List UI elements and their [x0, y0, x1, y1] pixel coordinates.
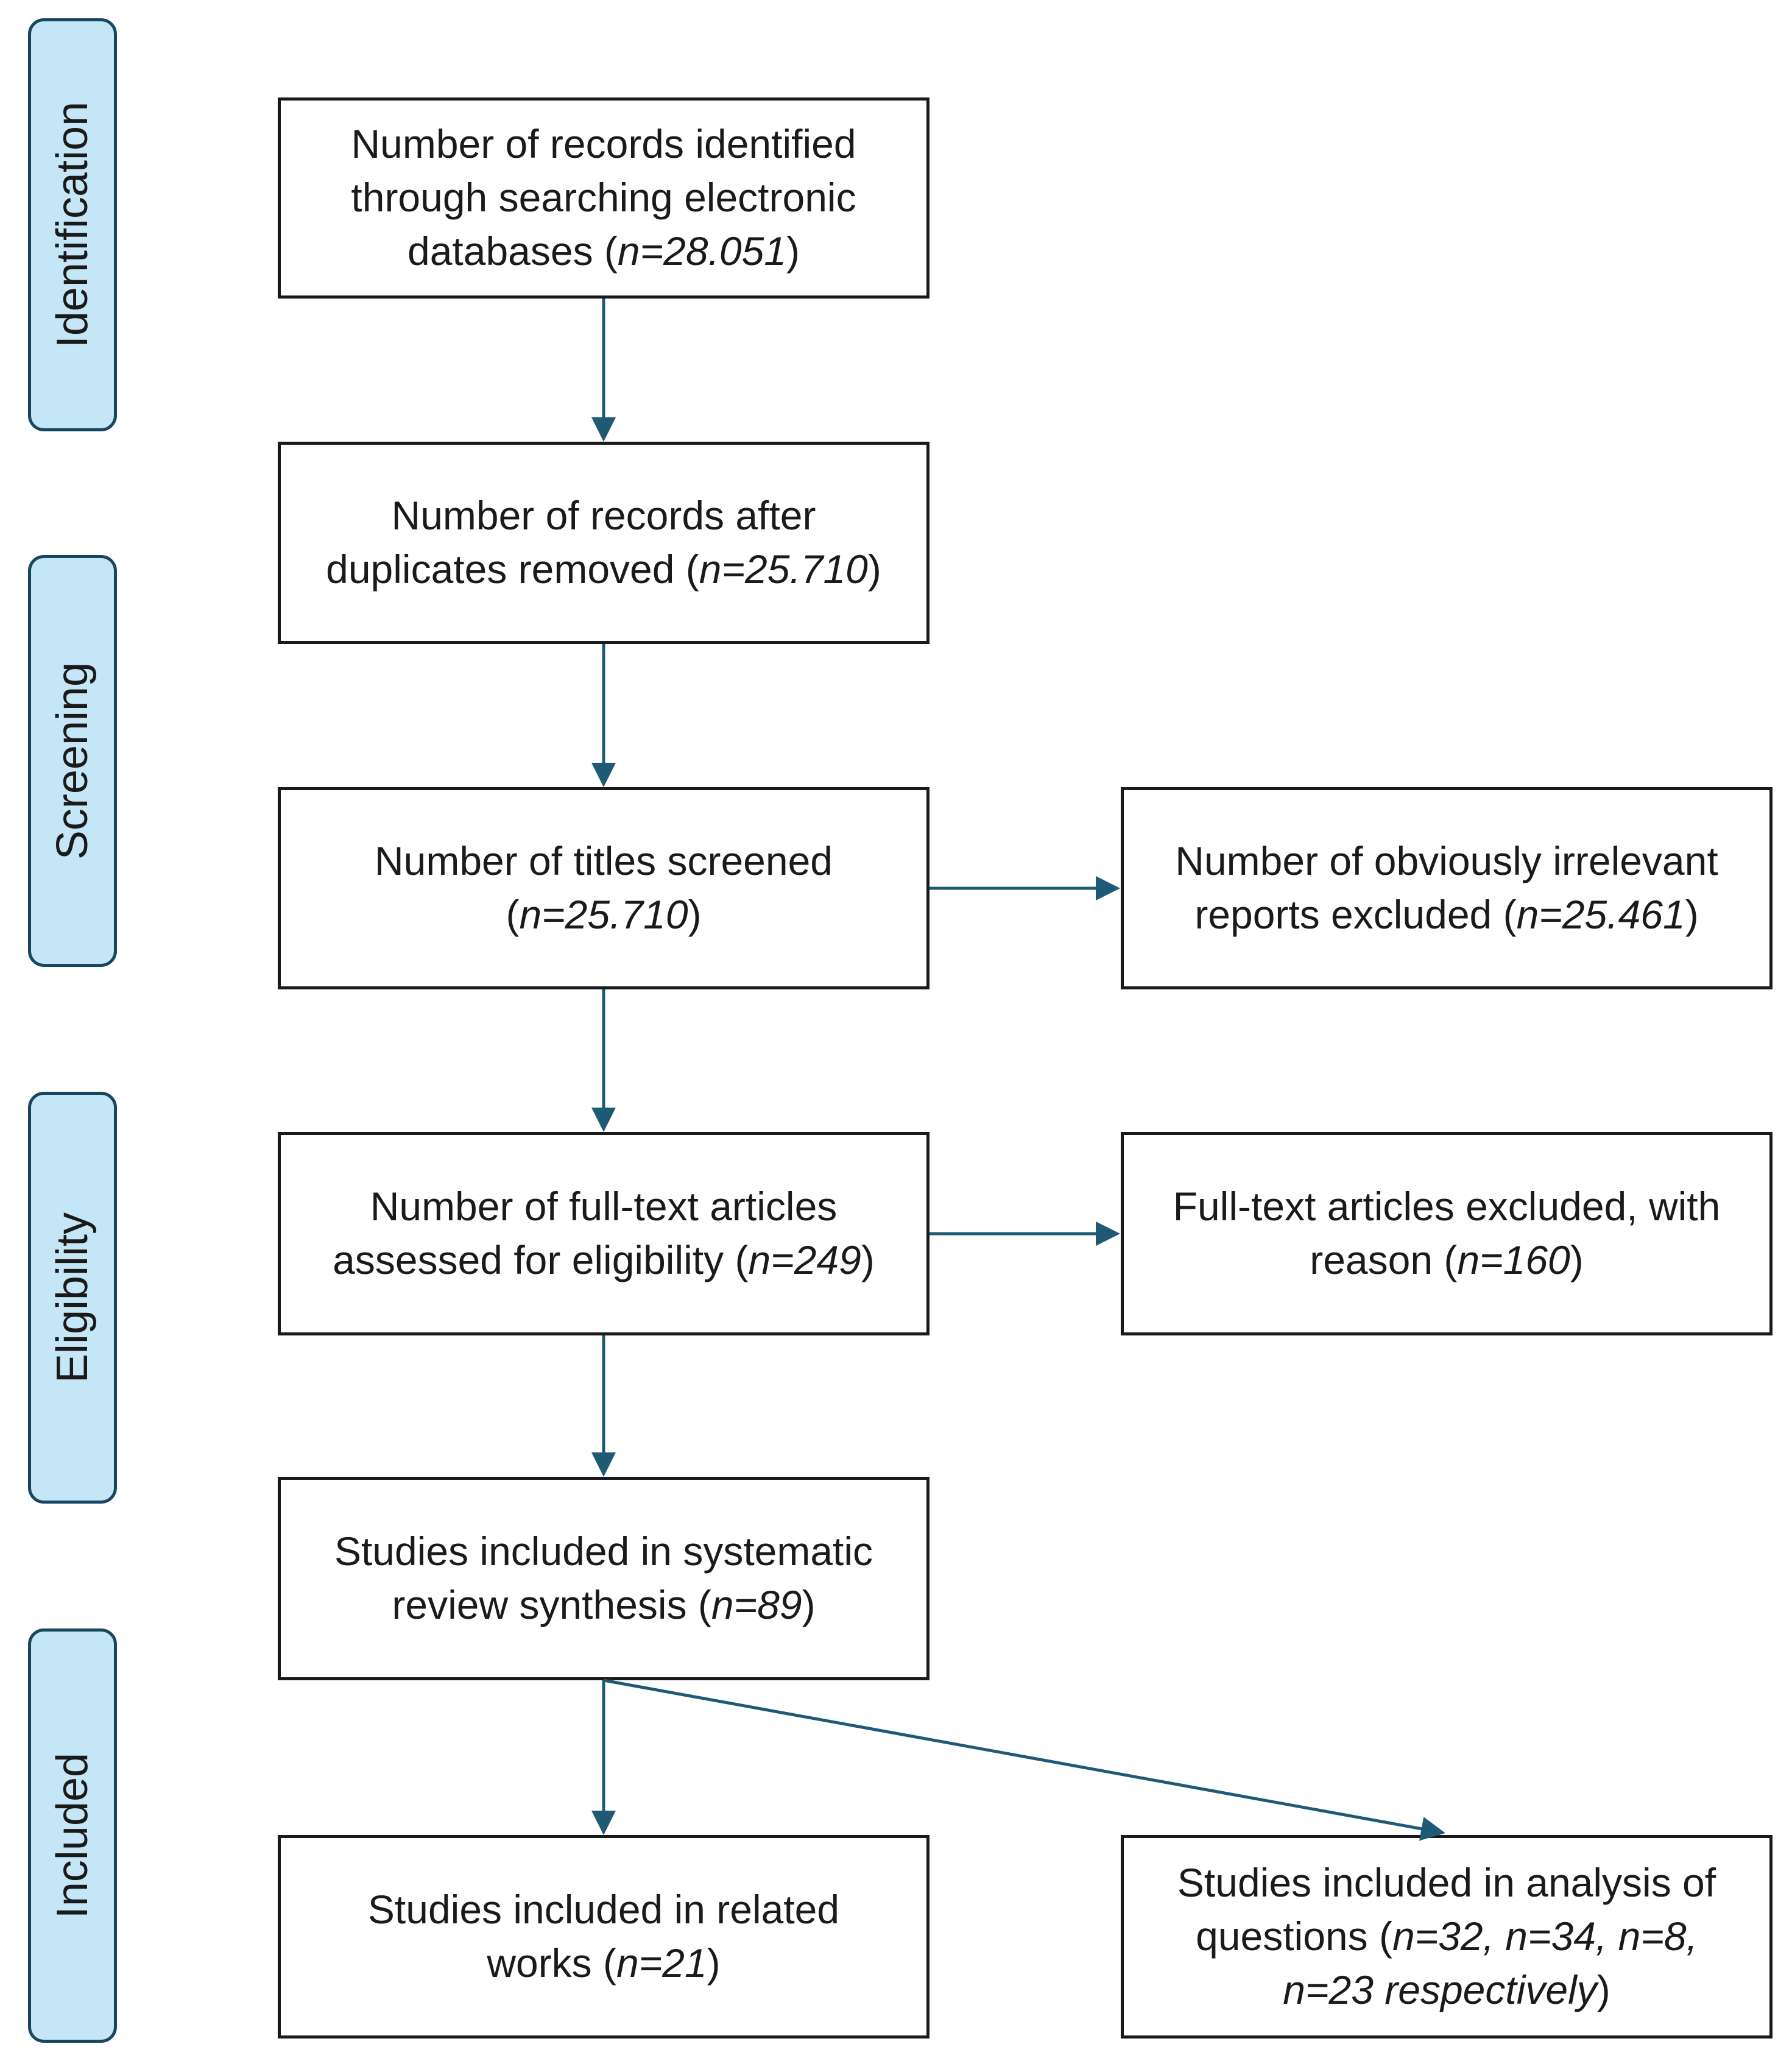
records-deduplicated-count: n=25.710 [699, 546, 868, 592]
synthesis-included-count: n=89 [711, 1582, 802, 1627]
titles-screened-count: n=25.710 [519, 892, 688, 937]
records-deduplicated-box: Number of records after duplicates remov… [278, 442, 930, 644]
synthesis-included-close: ) [802, 1582, 816, 1627]
fulltext-assessed-close: ) [861, 1237, 875, 1282]
records-deduplicated-text: Number of records after duplicates remov… [326, 493, 816, 592]
fulltext-assessed-count: n=249 [748, 1237, 861, 1282]
titles-screened-text: Number of titles screened ( [374, 838, 833, 937]
related-works-text: Studies included in related works ( [367, 1887, 840, 1986]
records-deduplicated-close: ) [867, 546, 881, 592]
questions-analysis-box: Studies included in analysis of question… [1121, 1835, 1773, 2039]
phase-eligibility: Eligibility [28, 1092, 117, 1504]
records-identified-text: Number of records identified through sea… [351, 121, 856, 274]
fulltext-assessed-box: Number of full-text articles assessed fo… [278, 1132, 930, 1335]
questions-analysis-close: ) [1596, 1967, 1610, 2012]
questions-analysis-text: Studies included in analysis of question… [1177, 1860, 1716, 1959]
synthesis-included-box: Studies included in systematic review sy… [278, 1477, 930, 1680]
titles-screened-close: ) [688, 892, 702, 937]
fulltext-excluded-text: Full-text articles excluded, with reason… [1173, 1184, 1721, 1282]
records-identified-count: n=28.051 [617, 228, 787, 274]
irrelevant-excluded-text: Number of obviously irrelevant reports e… [1175, 838, 1718, 937]
irrelevant-excluded-count: n=25.461 [1516, 892, 1685, 937]
questions-analysis-count: n=32, n=34, n=8, n=23 respectively [1283, 1914, 1698, 2012]
irrelevant-excluded-close: ) [1685, 892, 1699, 937]
records-identified-close: ) [786, 228, 800, 274]
fulltext-excluded-box: Full-text articles excluded, with reason… [1121, 1132, 1773, 1335]
fulltext-assessed-text: Number of full-text articles assessed fo… [333, 1184, 838, 1282]
related-works-box: Studies included in related works (n=21) [278, 1835, 930, 2039]
related-works-close: ) [707, 1940, 721, 1986]
fulltext-excluded-close: ) [1570, 1237, 1584, 1282]
phase-included: Included [28, 1628, 117, 2043]
synthesis-included-text: Studies included in systematic review sy… [334, 1529, 873, 1627]
phase-screening: Screening [28, 555, 117, 967]
related-works-count: n=21 [616, 1940, 707, 1986]
fulltext-excluded-count: n=160 [1457, 1237, 1570, 1282]
arrow-synthesis-to-analysis [603, 1678, 1445, 1841]
titles-screened-box: Number of titles screened (n=25.710) [278, 787, 930, 989]
irrelevant-excluded-box: Number of obviously irrelevant reports e… [1121, 787, 1773, 989]
records-identified-box: Number of records identified through sea… [278, 97, 930, 299]
phase-identification: Identification [28, 18, 117, 431]
